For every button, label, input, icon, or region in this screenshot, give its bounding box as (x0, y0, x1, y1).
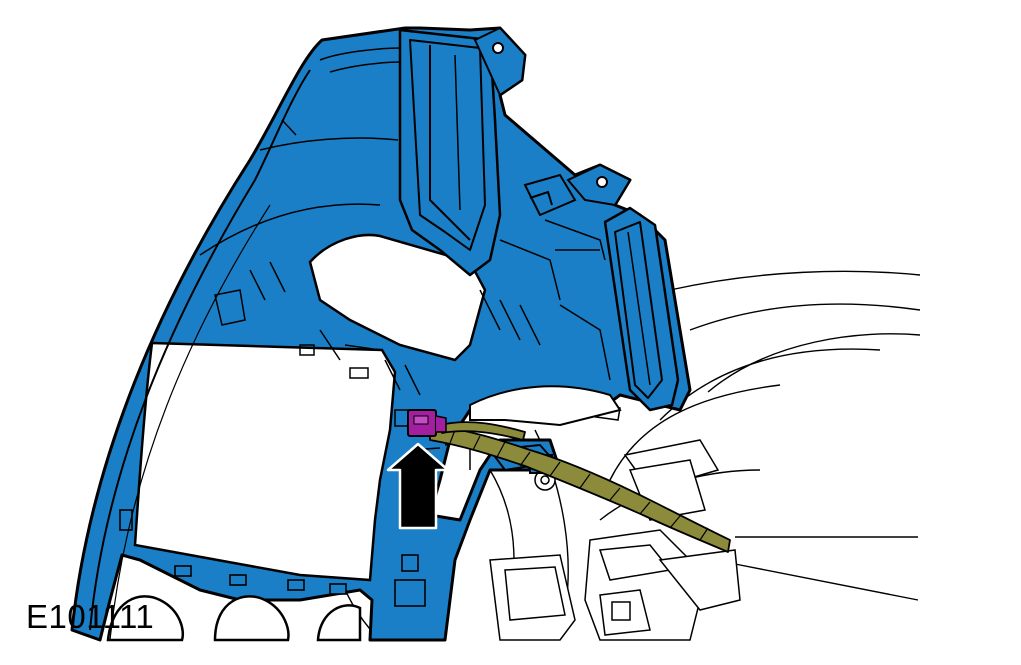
center-vent-housing (398, 28, 502, 277)
bottom-clips (119, 509, 426, 607)
wiring-harness (429, 421, 731, 553)
steering-column-switches (489, 385, 741, 641)
side-vent-housing (603, 206, 680, 412)
mounting-brackets (473, 26, 632, 217)
bottom-scallops (106, 595, 362, 642)
figure-id-label: E101111 (26, 598, 155, 635)
lower-opening (133, 341, 397, 582)
electrical-connector (407, 409, 447, 437)
column-opening (469, 385, 622, 427)
upper-opening (308, 233, 487, 362)
panel-ribs (199, 47, 611, 470)
up-arrow-icon (386, 442, 450, 530)
panel-rim-line (89, 69, 311, 631)
